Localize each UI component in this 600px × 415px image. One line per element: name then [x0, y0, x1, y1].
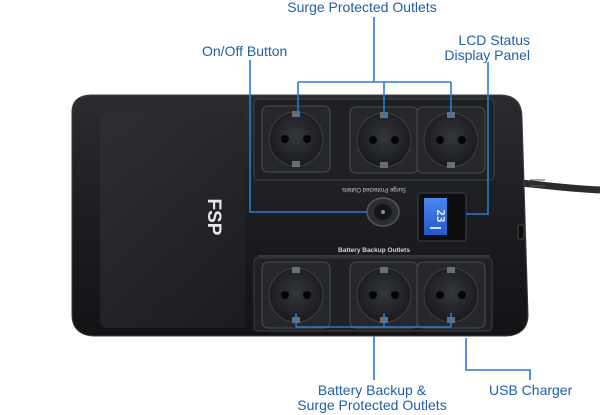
callout-lcd-line2: Display Panel — [444, 47, 530, 63]
usb-port — [517, 224, 525, 240]
surge-section-label: Surge Protected Outlets — [342, 186, 406, 192]
lcd-display: 23 — [417, 192, 467, 242]
power-icon — [381, 210, 385, 214]
callout-battery-backup: Battery Backup & Surge Protected Outlets — [277, 383, 467, 413]
callout-surge-protected-outlets: Surge Protected Outlets — [287, 0, 437, 15]
callout-usb-charger: USB Charger — [489, 382, 573, 398]
surge-socket-1 — [261, 105, 331, 173]
fsp-logo: FSP — [203, 199, 224, 236]
lcd-bar-indicator — [430, 227, 441, 229]
leader-lines — [249, 17, 531, 380]
callout-lcd-status: LCD Status Display Panel — [430, 33, 530, 63]
callout-on-off-button: On/Off Button — [202, 43, 288, 59]
callout-lcd-line1: LCD Status — [458, 32, 530, 48]
power-cord — [519, 179, 600, 194]
battery-section-label: Battery Backup Outlets — [338, 247, 410, 254]
callout-battery-line2: Surge Protected Outlets — [297, 397, 447, 413]
power-button[interactable] — [366, 197, 400, 227]
callout-battery-line1: Battery Backup & — [317, 382, 427, 398]
lcd-reading: 23 — [434, 209, 447, 222]
